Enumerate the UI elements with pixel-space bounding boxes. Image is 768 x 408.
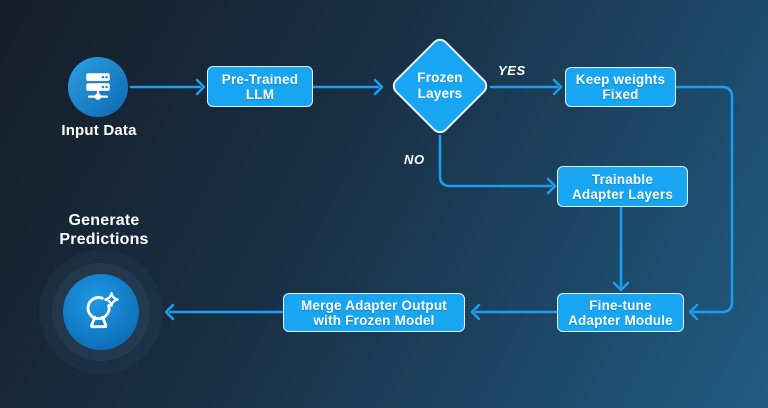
edge-label-no: NO [404,152,425,167]
node-label-line: Trainable [591,171,654,187]
node-label-line: Layers [417,86,463,101]
node-label-line: LLM [245,86,275,102]
edge-label-yes: YES [498,63,526,78]
decision-frozen-layers-label: Frozen Layers [390,70,490,102]
node-keep-weights-fixed: Keep weights Fixed [565,67,676,107]
edge-trainable-to-finetune [612,205,630,292]
node-label-line: Adapter Layers [571,186,674,202]
node-merge-adapter-output: Merge Adapter Output with Frozen Model [283,293,465,332]
edge-keep-to-finetune [674,85,734,321]
node-fine-tune-adapter-module: Fine-tune Adapter Module [557,293,684,332]
node-label-line: Fixed [602,87,639,102]
output-label-line: Predictions [59,231,149,248]
edge-decision-yes-to-keep [489,78,563,96]
node-pre-trained-llm: Pre-Trained LLM [207,66,313,107]
no-text: NO [404,152,425,167]
node-label-line: Fine-tune [589,297,652,313]
edge-input-to-pretrained [129,78,206,96]
node-label-line: Adapter Module [568,312,673,328]
server-icon [80,67,116,108]
node-label-line: Merge Adapter Output [300,297,447,313]
output-label-line: Generate [68,212,140,229]
input-data-label-text: Input Data [61,122,137,139]
generate-predictions-node [63,274,139,350]
generate-predictions-label: Generate Predictions [34,211,174,249]
node-trainable-adapter-layers: Trainable Adapter Layers [557,166,688,207]
edge-finetune-to-merge [470,303,559,321]
node-label-line: Pre-Trained [221,71,299,87]
node-label-line: Keep weights [575,72,666,87]
input-data-node [68,57,128,117]
edge-pretrained-to-decision [311,78,384,96]
crystal-ball-icon [78,287,124,338]
edge-decision-no-to-trainable [438,134,557,195]
input-data-label: Input Data [39,122,159,139]
yes-text: YES [498,63,526,78]
edge-merge-to-output [164,303,285,321]
node-label-line: with Frozen Model [313,312,435,328]
node-label-line: Frozen [417,70,463,85]
